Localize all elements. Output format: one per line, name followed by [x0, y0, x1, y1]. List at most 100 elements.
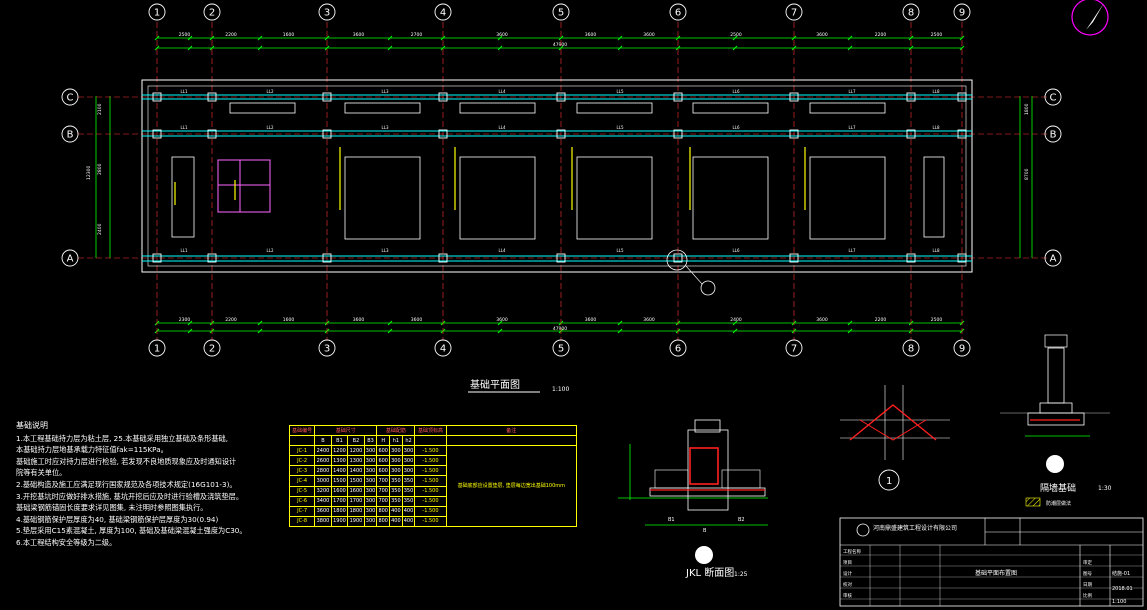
- section-callout-circle[interactable]: [666, 249, 688, 271]
- table-cell: JC-8: [288, 515, 316, 528]
- dim-bottom-text: 2400: [730, 317, 742, 323]
- pit-outlines: [171, 102, 945, 240]
- dim-top-text: 3600: [816, 32, 828, 38]
- table-cell: 1900: [347, 515, 365, 528]
- table-header-cell: 基础配筋: [376, 424, 416, 437]
- column: [207, 92, 217, 102]
- table-subheader-cell: B2: [347, 435, 365, 447]
- table-cell: 600: [376, 445, 391, 457]
- table-cell: 350: [401, 485, 416, 497]
- svg-text:5: 5: [558, 8, 564, 19]
- column: [789, 253, 799, 263]
- axis-bubble-9: 9: [953, 339, 971, 357]
- table-cell: 400: [389, 515, 403, 528]
- north-arrow-icon: [1071, 0, 1109, 36]
- plan-title-group: 基础平面图 1:100: [468, 378, 569, 393]
- table-cell: -1.500: [414, 485, 447, 497]
- foundation-schedule-table: 基础编号 基础尺寸 基础配筋 基础顶标高 备注 B B1 B2 B3 H h1 …: [288, 424, 578, 528]
- table-cell: 300: [363, 495, 378, 507]
- beam-label: LL6: [732, 125, 739, 130]
- title-block-field: 审核: [843, 592, 852, 599]
- table-cell: 2800: [314, 465, 332, 477]
- table-cell: 600: [376, 465, 391, 477]
- table-cell: 350: [389, 475, 403, 487]
- dim-total-top: 47900: [553, 42, 567, 48]
- table-cell: JC-2: [288, 455, 316, 467]
- design-notes: 基础说明 1.本工程基础持力层为粘土层, 25.本基础采用独立基础及条形基础, …: [16, 420, 276, 549]
- dim-top-text: 3600: [353, 32, 365, 38]
- beam-label: LL7: [848, 248, 855, 253]
- section-label-b1: B1: [668, 517, 675, 523]
- table-cell: 700: [376, 495, 391, 507]
- table-cell: 1700: [347, 495, 365, 507]
- table-cell: 350: [401, 475, 416, 487]
- table-remark-cell: 基础底部应设置垫层, 垫层每边宽出基础100mm: [445, 445, 578, 527]
- beam-lines: [142, 94, 972, 262]
- table-cell: 300: [389, 455, 403, 467]
- partition-wall-footing-detail[interactable]: 隔墙基础 1:30 防潮层做法: [1000, 334, 1112, 507]
- column: [556, 253, 566, 263]
- dim-top-text: 2200: [225, 32, 237, 38]
- svg-text:6: 6: [675, 8, 681, 19]
- detail-callout-circle[interactable]: [700, 280, 716, 296]
- detail-1-node[interactable]: 1: [840, 385, 950, 491]
- dim-bottom-text: 2200: [225, 317, 237, 323]
- table-cell: 800: [376, 505, 391, 517]
- damp-proof-legend-icon: [1025, 497, 1041, 507]
- column: [152, 129, 162, 139]
- dim-bottom-text: 3600: [496, 317, 508, 323]
- dim-top-text: 2500: [730, 32, 742, 38]
- table-cell: 300: [363, 515, 378, 528]
- svg-text:6: 6: [675, 344, 681, 355]
- table-cell: 3000: [314, 475, 332, 487]
- beam-label: LL4: [498, 89, 505, 94]
- axis-bubble-C: C: [1044, 88, 1062, 106]
- jkl-section-detail[interactable]: B1 B2 B JKL 断面图 1:25: [618, 419, 768, 579]
- beam-label: LL2: [266, 125, 273, 130]
- column: [789, 129, 799, 139]
- staircase-frame: [217, 159, 271, 213]
- beam-label: LL1: [180, 248, 187, 253]
- table-cell: JC-6: [288, 495, 316, 507]
- dim-bottom-text: 2300: [179, 317, 191, 323]
- axis-bubble-A: A: [61, 249, 79, 267]
- table-cell: 1400: [330, 465, 349, 477]
- svg-text:2: 2: [209, 344, 215, 355]
- table-cell: 3200: [314, 485, 332, 497]
- column: [789, 92, 799, 102]
- table-subheader-cell: B1: [330, 435, 349, 447]
- note-line: 6.本工程结构安全等级为二级。: [16, 537, 117, 547]
- table-cell: 300: [401, 465, 416, 477]
- beam-label: LL8: [932, 248, 939, 253]
- column: [906, 129, 916, 139]
- table-cell: 350: [389, 495, 403, 507]
- dim-left-total: 12300: [86, 166, 92, 180]
- plan-title: 基础平面图: [470, 378, 520, 391]
- table-header-row: 基础编号 基础尺寸 基础配筋 基础顶标高 备注: [288, 424, 578, 437]
- dim-right-text: 1800: [1024, 103, 1030, 115]
- partition-detail-title: 隔墙基础: [1040, 482, 1076, 494]
- section-marker-icon: [695, 546, 713, 564]
- detail-1-label: 1: [886, 476, 892, 487]
- table-cell: 3800: [314, 515, 332, 528]
- table-cell: 300: [401, 455, 416, 467]
- note-line: 本基础持力层地基承载力特征值fak=115KPa。: [16, 445, 168, 455]
- svg-text:A: A: [1050, 254, 1057, 265]
- dim-top-text: 3600: [496, 32, 508, 38]
- table-cell: 300: [389, 445, 403, 457]
- column: [556, 129, 566, 139]
- table-subheader-cell: [445, 435, 578, 447]
- table-cell: 800: [376, 515, 391, 528]
- beam-label: LL5: [616, 125, 623, 130]
- table-cell: 3400: [314, 495, 332, 507]
- column: [438, 253, 448, 263]
- table-subheader-cell: H: [376, 435, 391, 447]
- section-label-b2: B2: [738, 517, 745, 523]
